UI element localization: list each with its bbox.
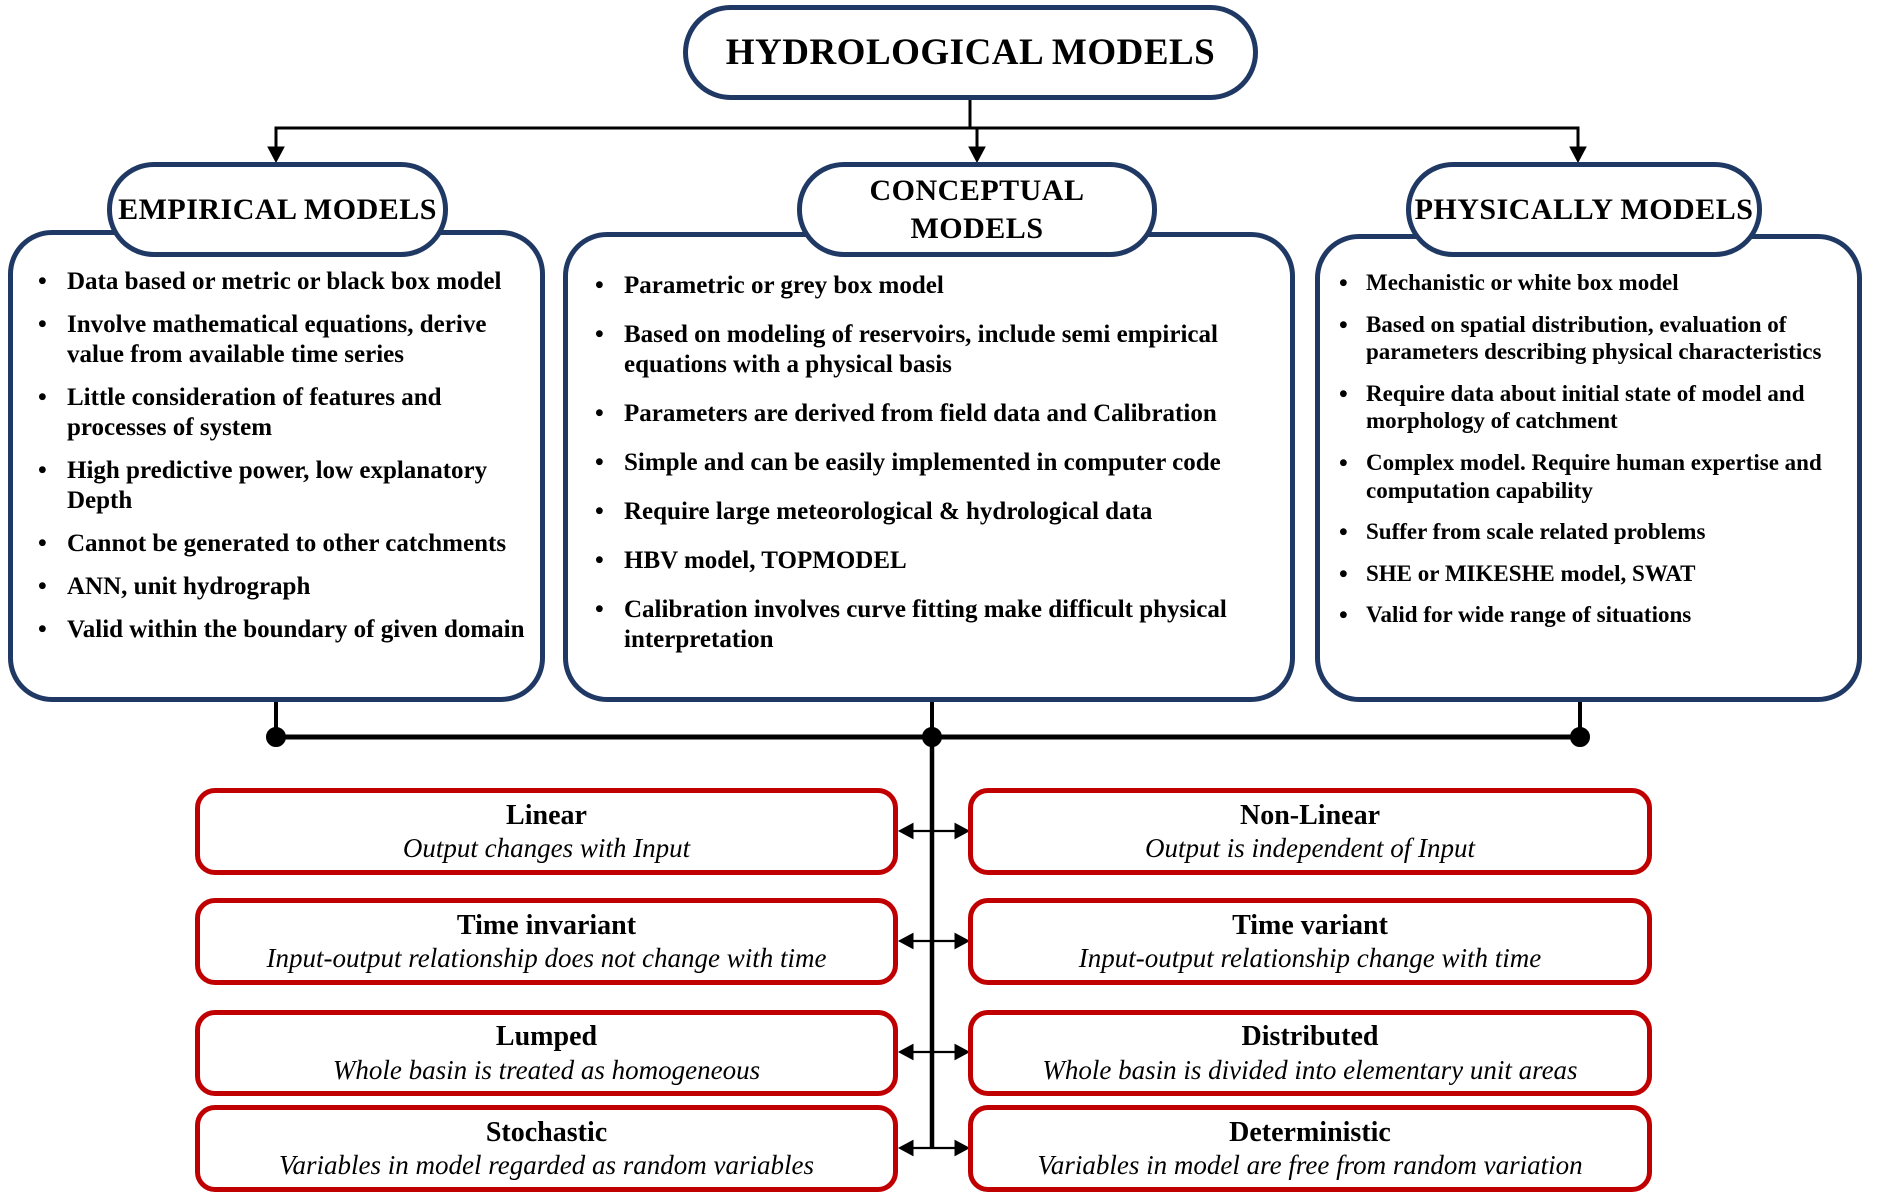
physically-bullet-list: Mechanistic or white box modelBased on s…	[1332, 269, 1849, 631]
box-linear: Linear Output changes with Input	[195, 788, 898, 875]
bullet-item: Complex model. Require human expertise a…	[1332, 449, 1849, 504]
left-arrowhead-icon	[897, 1139, 914, 1157]
bottom-connector	[266, 698, 1590, 1148]
model-card-conceptual: Parametric or grey box modelBased on mod…	[563, 232, 1295, 702]
dichotomy-title: Linear	[506, 799, 587, 831]
bullet-item: Parameters are derived from field data a…	[586, 399, 1276, 429]
bullet-item: Based on spatial distribution, evaluatio…	[1332, 311, 1849, 366]
root-node-hydrological-models: HYDROLOGICAL MODELS	[683, 5, 1258, 100]
dichotomy-desc: Whole basin is treated as homogeneous	[332, 1054, 761, 1085]
right-arrowhead-icon	[954, 1139, 971, 1157]
bullet-item: HBV model, TOPMODEL	[586, 546, 1276, 576]
empirical-bullet-list: Data based or metric or black box modelI…	[29, 267, 528, 645]
dichotomy-title: Distributed	[1241, 1021, 1379, 1052]
junction-dot	[266, 727, 286, 747]
down-arrow-icon	[1569, 146, 1587, 164]
dichotomy-title: Time variant	[1232, 909, 1388, 941]
bullet-item: Require large meteorological & hydrologi…	[586, 497, 1276, 527]
dichotomy-arrows	[897, 822, 971, 1157]
box-distributed: Distributed Whole basin is divided into …	[968, 1010, 1652, 1096]
model-header-physically: PHYSICALLY MODELS	[1406, 162, 1762, 257]
dichotomy-desc: Output changes with Input	[402, 833, 691, 864]
conceptual-bullet-list: Parametric or grey box modelBased on mod…	[586, 271, 1276, 655]
bullet-item: Based on modeling of reservoirs, include…	[586, 320, 1276, 380]
bullet-item: Cannot be generated to other catchments	[29, 529, 528, 559]
bullet-item: Calibration involves curve fitting make …	[586, 595, 1276, 655]
bullet-item: Valid for wide range of situations	[1332, 601, 1849, 631]
bullet-item: Data based or metric or black box model	[29, 267, 528, 297]
bullet-item: Valid within the boundary of given domai…	[29, 615, 528, 645]
bullet-item: Simple and can be easily implemented in …	[586, 448, 1276, 478]
bullet-item: SHE or MIKESHE model, SWAT	[1332, 560, 1849, 590]
bullet-item: Little consideration of features and pro…	[29, 383, 528, 443]
bullet-item: Mechanistic or white box model	[1332, 269, 1849, 299]
dichotomy-desc: Input-output relationship does not chang…	[266, 943, 827, 974]
model-header-label: CONCEPTUAL MODELS	[869, 174, 1085, 245]
left-arrowhead-icon	[897, 932, 914, 950]
dichotomy-title: Lumped	[495, 1021, 598, 1052]
right-arrowhead-icon	[954, 932, 971, 950]
bullet-item: ANN, unit hydrograph	[29, 572, 528, 602]
model-card-empirical: Data based or metric or black box modelI…	[8, 230, 545, 702]
box-time-invariant: Time invariant Input-output relationship…	[195, 898, 898, 985]
box-non-linear: Non-Linear Output is independent of Inpu…	[968, 788, 1652, 875]
down-arrow-icon	[267, 146, 285, 164]
left-arrowhead-icon	[897, 1043, 914, 1061]
dichotomy-title: Stochastic	[485, 1116, 608, 1148]
bullet-item: Involve mathematical equations, derive v…	[29, 310, 528, 370]
dichotomy-title: Non-Linear	[1240, 799, 1380, 831]
box-deterministic: Deterministic Variables in model are fre…	[968, 1105, 1652, 1192]
model-header-label: EMPIRICAL MODELS	[118, 192, 437, 226]
down-arrow-icon	[968, 146, 986, 164]
model-header-empirical: EMPIRICAL MODELS	[107, 162, 448, 257]
box-stochastic: Stochastic Variables in model regarded a…	[195, 1105, 898, 1192]
right-arrowhead-icon	[954, 1043, 971, 1061]
junction-dot	[1570, 727, 1590, 747]
model-header-label: PHYSICALLY MODELS	[1414, 192, 1754, 226]
bullet-item: Parametric or grey box model	[586, 271, 1276, 301]
box-time-variant: Time variant Input-output relationship c…	[968, 898, 1652, 985]
bullet-item: Require data about initial state of mode…	[1332, 380, 1849, 435]
dichotomy-desc: Variables in model regarded as random va…	[279, 1150, 814, 1181]
right-arrowhead-icon	[954, 822, 971, 840]
box-lumped: Lumped Whole basin is treated as homogen…	[195, 1010, 898, 1096]
dichotomy-desc: Whole basin is divided into elementary u…	[1042, 1054, 1578, 1085]
left-arrowhead-icon	[897, 822, 914, 840]
dichotomy-title: Time invariant	[456, 909, 637, 941]
dichotomy-desc: Variables in model are free from random …	[1037, 1150, 1583, 1181]
model-header-conceptual: CONCEPTUAL MODELS	[797, 162, 1157, 257]
model-card-physically: Mechanistic or white box modelBased on s…	[1315, 234, 1862, 702]
bullet-item: Suffer from scale related problems	[1332, 518, 1849, 548]
dichotomy-desc: Input-output relationship change with ti…	[1078, 943, 1542, 974]
bullet-item: High predictive power, low explanatory D…	[29, 456, 528, 516]
top-connector	[267, 100, 1587, 164]
dichotomy-title: Deterministic	[1229, 1116, 1391, 1148]
root-node-label: HYDROLOGICAL MODELS	[725, 32, 1216, 73]
dichotomy-desc: Output is independent of Input	[1145, 833, 1475, 864]
